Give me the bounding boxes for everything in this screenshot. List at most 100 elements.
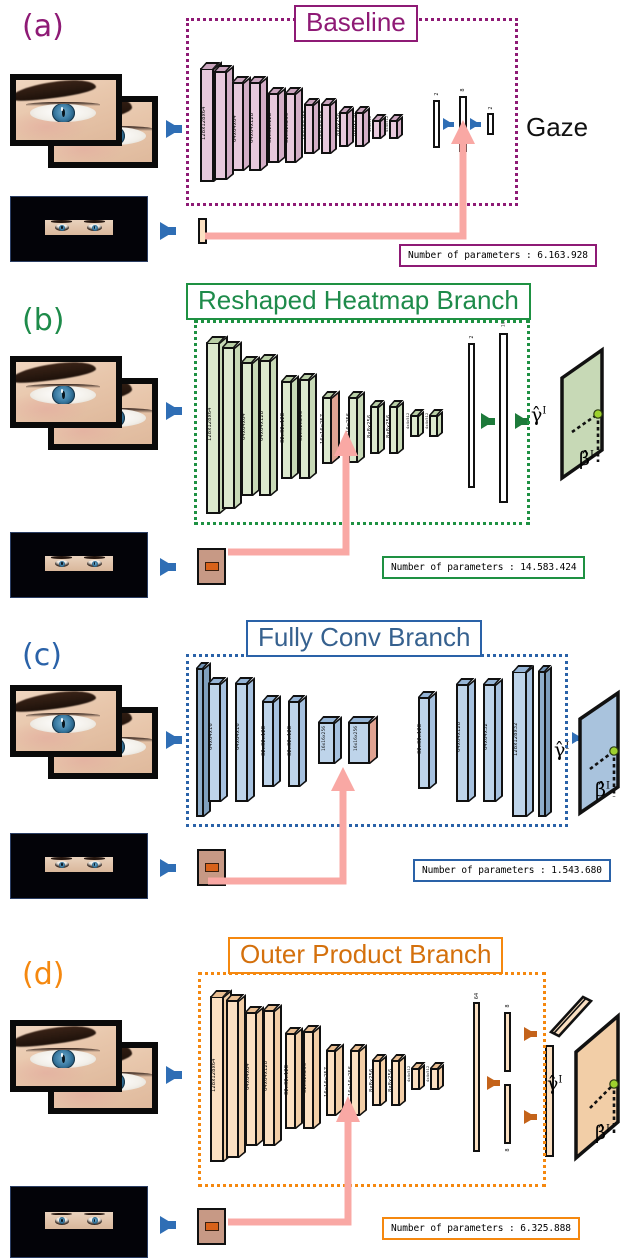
input-arrow-eye-a bbox=[166, 120, 182, 138]
panel-c-letter: (c) bbox=[22, 638, 62, 673]
input-arrow-eye-c bbox=[166, 731, 182, 749]
face-feature-path-a bbox=[205, 120, 475, 240]
eye-strip bbox=[45, 220, 113, 236]
eye-artwork bbox=[16, 80, 116, 140]
deconv-block: 64x64x128 bbox=[456, 678, 476, 802]
flow-arrow-a-2 bbox=[470, 118, 481, 130]
conv-block bbox=[214, 65, 234, 180]
beta-symbol-b: ̂βI bbox=[579, 448, 594, 470]
conv-block: 64x64x128 bbox=[263, 1004, 282, 1146]
fc-vector-d-1: 64 bbox=[473, 993, 480, 1152]
beta-superscript: I bbox=[589, 449, 594, 461]
outer-product-arrow-bottom-d bbox=[524, 1110, 537, 1124]
deconv-block: 64x64x32 bbox=[483, 678, 503, 802]
conv-block: 64x64x16 bbox=[208, 677, 228, 802]
conv-block-injected: 16x16x256 bbox=[348, 715, 378, 764]
conv-block: 128x128x64 bbox=[210, 989, 232, 1162]
flow-arrow-b-1 bbox=[481, 413, 495, 429]
conv-block bbox=[222, 341, 242, 509]
input-arrow-eye-b bbox=[166, 402, 182, 420]
gamma-superscript: I bbox=[542, 405, 547, 417]
conv-block: 64x64x16 bbox=[235, 677, 255, 802]
fc-vector-d-3: 8 bbox=[504, 1084, 511, 1152]
input-arrow-eye-d bbox=[166, 1066, 182, 1084]
gamma-vector-d bbox=[545, 1045, 554, 1157]
conv-block: 16x16x256 bbox=[346, 391, 365, 463]
eye-image-pair-b bbox=[10, 356, 160, 456]
conv-block-injected: 16x16x257 bbox=[324, 1043, 344, 1116]
face-feature-path-c bbox=[208, 767, 355, 885]
conv-block: 32x32x128 bbox=[287, 695, 307, 787]
split-arrow-d-1 bbox=[487, 1076, 500, 1090]
panel-c-title: Fully Conv Branch bbox=[246, 620, 483, 658]
fc-vector-a-3: 2 bbox=[487, 106, 494, 135]
conv-block: 8x8x256 bbox=[369, 1054, 387, 1106]
beta-superscript: I bbox=[605, 780, 610, 792]
output-heatmap-plane-c bbox=[576, 677, 640, 823]
conv-block: 64x64x64 bbox=[245, 1006, 264, 1146]
conv-block: 64x64x64 bbox=[241, 356, 260, 496]
conv-block: 16x16x256 bbox=[318, 716, 342, 764]
face-image-b bbox=[10, 532, 148, 598]
conv-block: 32x32x256 bbox=[298, 373, 317, 479]
gaze-output-label: Gaze bbox=[526, 112, 589, 142]
panel-d-title: Outer Product Branch bbox=[228, 937, 504, 975]
panel-b-title: Reshaped Heatmap Branch bbox=[186, 283, 531, 321]
conv-block: 128x128x64 bbox=[206, 335, 228, 514]
input-arrow-face-d bbox=[160, 1216, 176, 1234]
gamma-symbol-d: ̂γI bbox=[547, 1073, 563, 1095]
panel-c: (c) Fully Conv Branch bbox=[0, 615, 640, 930]
panel-a-letter: (a) bbox=[22, 9, 64, 44]
gamma-symbol-b: ̂γI bbox=[531, 404, 547, 426]
face-feature-path-d bbox=[228, 1096, 360, 1226]
conv-block: 8x8x256 bbox=[336, 106, 354, 147]
beta-symbol-c: ̂βI bbox=[595, 779, 610, 801]
conv-block: 32x32x128 bbox=[261, 695, 281, 787]
panel-b: (b) Reshaped Heatmap Branch bbox=[0, 278, 640, 598]
conv-block: 32x32x128 bbox=[284, 1027, 303, 1129]
face-image-a bbox=[10, 196, 148, 262]
conv-block: 64x64x128 bbox=[249, 76, 268, 171]
fc-vector-d-2: 8 bbox=[504, 1004, 511, 1072]
face-feature-patch-c bbox=[197, 849, 226, 886]
eye-image-front-b bbox=[10, 356, 122, 428]
face-feature-patch-d bbox=[197, 1208, 226, 1245]
fc-vector-b-1: 2 bbox=[468, 335, 475, 488]
conv-block: 8x8x256 bbox=[352, 106, 370, 147]
param-count-c: Number of parameters : 1.543.680 bbox=[413, 859, 611, 882]
conv-block: 32x32x256 bbox=[284, 87, 303, 163]
input-arrow-face-b bbox=[160, 558, 176, 576]
group-box-b bbox=[194, 320, 530, 525]
conv-block: 4x4x512 bbox=[385, 114, 404, 139]
conv-block: 64x64x128 bbox=[259, 354, 278, 496]
panel-a: (a) bbox=[0, 0, 640, 275]
face-feature-path-b bbox=[228, 430, 358, 556]
conv-block: 16x16x256 bbox=[319, 98, 337, 154]
conv-block-injected: 16x16x257 bbox=[320, 390, 340, 464]
conv-block: 4x4x512 bbox=[368, 114, 387, 139]
eye-strip bbox=[45, 1212, 113, 1229]
conv-block: 8x8x256 bbox=[386, 400, 404, 454]
conv-block: 4x4x512 bbox=[406, 409, 425, 437]
eye-image-pair-d bbox=[10, 1020, 160, 1120]
param-count-b: Number of parameters : 14.583.424 bbox=[382, 556, 586, 579]
face-image-d bbox=[10, 1186, 148, 1258]
input-arrow-face-c bbox=[160, 859, 176, 877]
conv-block: 8x8x256 bbox=[367, 400, 385, 454]
output-plane-c bbox=[538, 665, 552, 817]
flow-arrow-c-1 bbox=[572, 732, 583, 744]
eye-image-pair-a bbox=[10, 74, 160, 174]
conv-block: 4x4x512 bbox=[425, 409, 444, 437]
fc-vector-b-2: 1024 bbox=[499, 316, 508, 503]
conv-block: 32x32x128 bbox=[280, 375, 299, 479]
input-arrow-face-a bbox=[160, 222, 176, 240]
conv-block: 16x16x256 bbox=[302, 98, 320, 154]
eye-artwork bbox=[16, 691, 116, 751]
conv-block: 32x32x256 bbox=[302, 1025, 321, 1129]
eye-strip bbox=[45, 857, 113, 873]
panel-a-title: Baseline bbox=[294, 5, 418, 43]
face-feature-vector-a bbox=[198, 218, 207, 244]
param-count-d: Number of parameters : 6.325.888 bbox=[382, 1217, 580, 1240]
eye-image-front-a bbox=[10, 74, 122, 146]
eye-artwork bbox=[16, 1026, 116, 1086]
